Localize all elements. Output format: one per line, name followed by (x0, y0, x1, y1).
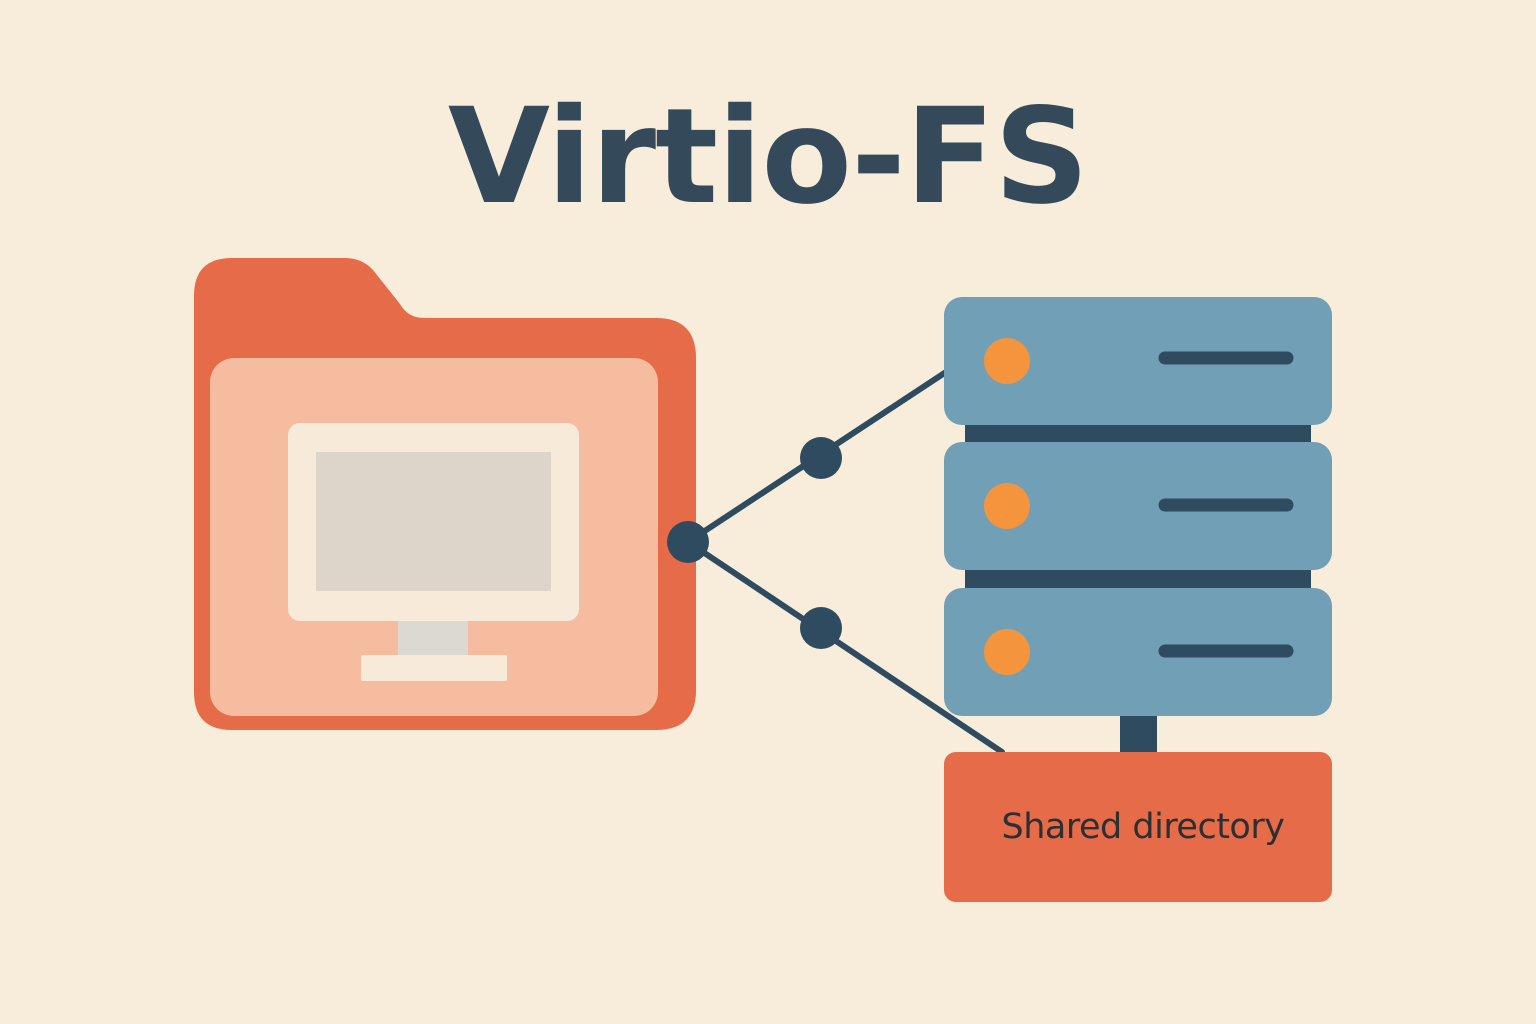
server-indicator-icon (984, 629, 1030, 675)
monitor-screen (316, 452, 551, 591)
diagram-title: Virtio-FS (447, 80, 1089, 234)
server-unit-body (944, 442, 1332, 570)
monitor-icon (288, 423, 579, 681)
server-unit (944, 588, 1332, 716)
monitor-stand-base (361, 655, 507, 681)
server-spacer (965, 567, 1311, 591)
server-indicator-icon (984, 338, 1030, 384)
server-stand-post (1120, 714, 1157, 754)
monitor-stand-neck (398, 621, 468, 656)
server-unit-body (944, 588, 1332, 716)
connector-node-lower (800, 607, 842, 649)
connector-lines (667, 369, 1005, 755)
server-unit (944, 442, 1332, 570)
server-unit-body (944, 297, 1332, 425)
server-unit (944, 297, 1332, 425)
shared-directory-box (944, 752, 1332, 902)
connector-line-lower (685, 539, 1005, 755)
connector-node-upper (800, 437, 842, 479)
folder-icon (194, 258, 696, 730)
server-indicator-icon (984, 483, 1030, 529)
connector-node-origin (667, 521, 709, 563)
server-stack-icon (944, 297, 1332, 754)
